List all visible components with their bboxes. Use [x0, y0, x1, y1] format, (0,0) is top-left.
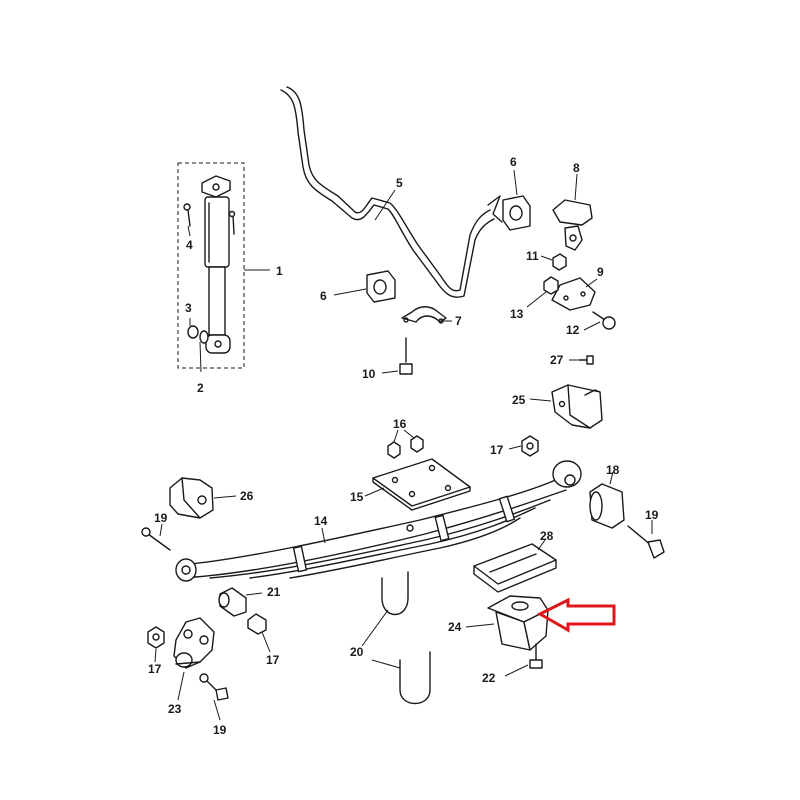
shock-lower-tube — [208, 266, 226, 336]
stabilizer-bar — [280, 86, 503, 298]
bolt-19-front — [647, 539, 665, 559]
shackle-group — [147, 617, 229, 721]
callout-28: 28 — [540, 529, 554, 543]
callout-10: 10 — [362, 367, 376, 381]
spring-bracket-26 — [169, 477, 237, 519]
callout-22: 22 — [482, 671, 496, 685]
callout-24: 24 — [448, 620, 462, 634]
nut-17-top — [521, 435, 539, 457]
hanger-bracket-body — [551, 384, 603, 429]
spring-front-eye — [552, 460, 582, 488]
leaf-spring-14 — [175, 460, 582, 582]
spring-rear-eye — [175, 558, 197, 582]
callout-13: 13 — [510, 307, 524, 321]
shock-lower-eye — [205, 334, 231, 354]
callout-23: 23 — [168, 702, 182, 716]
spring-clip-b — [434, 514, 450, 542]
callout-17-top: 17 — [490, 443, 504, 457]
leaf-top — [179, 477, 561, 566]
shock-washer — [199, 330, 209, 344]
callout-1: 1 — [276, 264, 283, 278]
nut-16a — [387, 441, 401, 459]
callout-6-right: 6 — [510, 155, 517, 169]
callout-20: 20 — [350, 645, 364, 659]
bolt-12 — [602, 316, 616, 330]
callout-labels: 1 2 3 4 5 6 6 7 8 9 10 11 12 13 14 15 16… — [148, 155, 659, 737]
spring-plate-15 — [372, 458, 471, 507]
shock-top-mount — [201, 175, 231, 198]
nut-11 — [552, 253, 567, 271]
spring-plate-group — [364, 429, 539, 511]
callout-21: 21 — [267, 585, 281, 599]
front-eye-hardware — [589, 471, 665, 559]
callout-18: 18 — [606, 463, 620, 477]
callout-5: 5 — [396, 176, 403, 190]
callout-25: 25 — [512, 393, 526, 407]
bushing-17 — [247, 613, 267, 635]
bolt-10 — [399, 363, 413, 375]
callout-7: 7 — [455, 314, 462, 328]
stabilizer-clamp — [401, 306, 447, 323]
callout-14: 14 — [314, 514, 328, 528]
frame-bracket-9 — [551, 277, 596, 311]
callout-26: 26 — [240, 489, 254, 503]
callout-8: 8 — [573, 161, 580, 175]
spring-hanger-bracket-25 — [529, 384, 603, 429]
shackle-bushings — [218, 587, 271, 653]
shock-absorber-kit-box — [177, 162, 245, 369]
shock-absorber-group — [177, 162, 270, 373]
callout-9: 9 — [597, 265, 604, 279]
callout-3: 3 — [185, 301, 192, 315]
callout-11: 11 — [526, 249, 539, 263]
callout-4: 4 — [186, 238, 193, 252]
stabilizer-link — [552, 199, 593, 226]
u-bolt-lower — [399, 651, 431, 705]
spring-clip-a — [292, 545, 308, 573]
shock-nut — [187, 325, 199, 339]
spring-clip-c — [498, 495, 516, 523]
callout-6-left: 6 — [320, 289, 327, 303]
highlight-arrow-icon — [536, 597, 616, 633]
callout-19-shackle: 19 — [213, 723, 227, 737]
callout-2: 2 — [197, 381, 204, 395]
spring-bracket-body — [169, 477, 214, 519]
bolt-19-shackle — [215, 687, 229, 701]
callout-19-rear: 19 — [154, 511, 168, 525]
callout-19-front: 19 — [645, 508, 659, 522]
spring-center-bolt — [406, 524, 414, 532]
rear-bolt-19 — [141, 523, 171, 551]
spacer-top — [473, 543, 557, 585]
callout-15: 15 — [350, 490, 364, 504]
callout-12: 12 — [566, 323, 580, 337]
stabilizer-bar-rod — [286, 86, 491, 292]
nut-16b — [410, 435, 424, 453]
stabilizer-mounts — [333, 169, 616, 375]
callout-27: 27 — [550, 353, 564, 367]
bolt-19-rear — [141, 527, 151, 537]
callout-17-bushing: 17 — [266, 653, 280, 667]
u-bolt-upper — [381, 571, 409, 615]
u-bolts-20 — [361, 571, 431, 705]
nut-17-shackle — [147, 626, 165, 649]
bolt-22 — [529, 659, 543, 669]
spacer-28 — [473, 539, 557, 593]
bolt-22-group — [504, 643, 543, 677]
spring-seat-24 — [465, 595, 549, 651]
nut-13 — [543, 276, 559, 295]
callout-17-shackle: 17 — [148, 662, 162, 676]
callout-16: 16 — [393, 417, 407, 431]
